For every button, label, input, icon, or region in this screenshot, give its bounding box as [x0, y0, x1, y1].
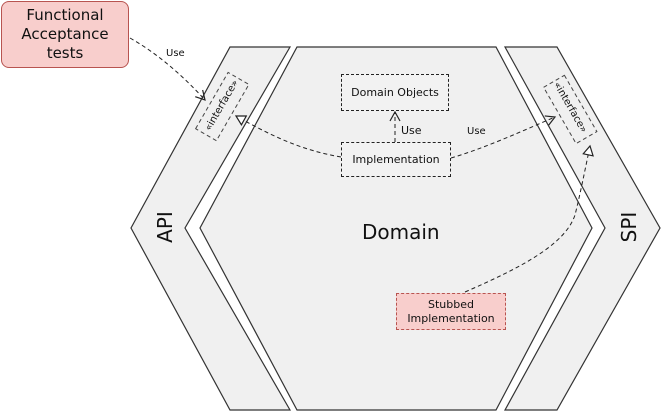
stubbed-implementation-box: Stubbed Implementation	[396, 293, 506, 330]
api-label: API	[153, 211, 177, 243]
use-label-domain-objects: Use	[401, 124, 422, 137]
stubbed-to-spi-interface-connector	[464, 146, 590, 293]
implementation-to-spi-interface-connector	[450, 115, 557, 159]
implementation-box: Implementation	[341, 142, 451, 177]
domain-objects-box: Domain Objects	[341, 74, 449, 111]
use-label-tests: Use	[166, 48, 185, 59]
tests-to-interface-connector	[129, 37, 206, 101]
use-label-spi: Use	[467, 126, 486, 137]
functional-acceptance-tests-box: Functional Acceptance tests	[1, 1, 129, 68]
implementation-to-api-interface-connector	[236, 116, 342, 158]
domain-label: Domain	[362, 220, 440, 244]
spi-label: SPI	[617, 211, 641, 243]
interface-right-box	[542, 74, 598, 145]
interface-left-box	[194, 71, 250, 142]
